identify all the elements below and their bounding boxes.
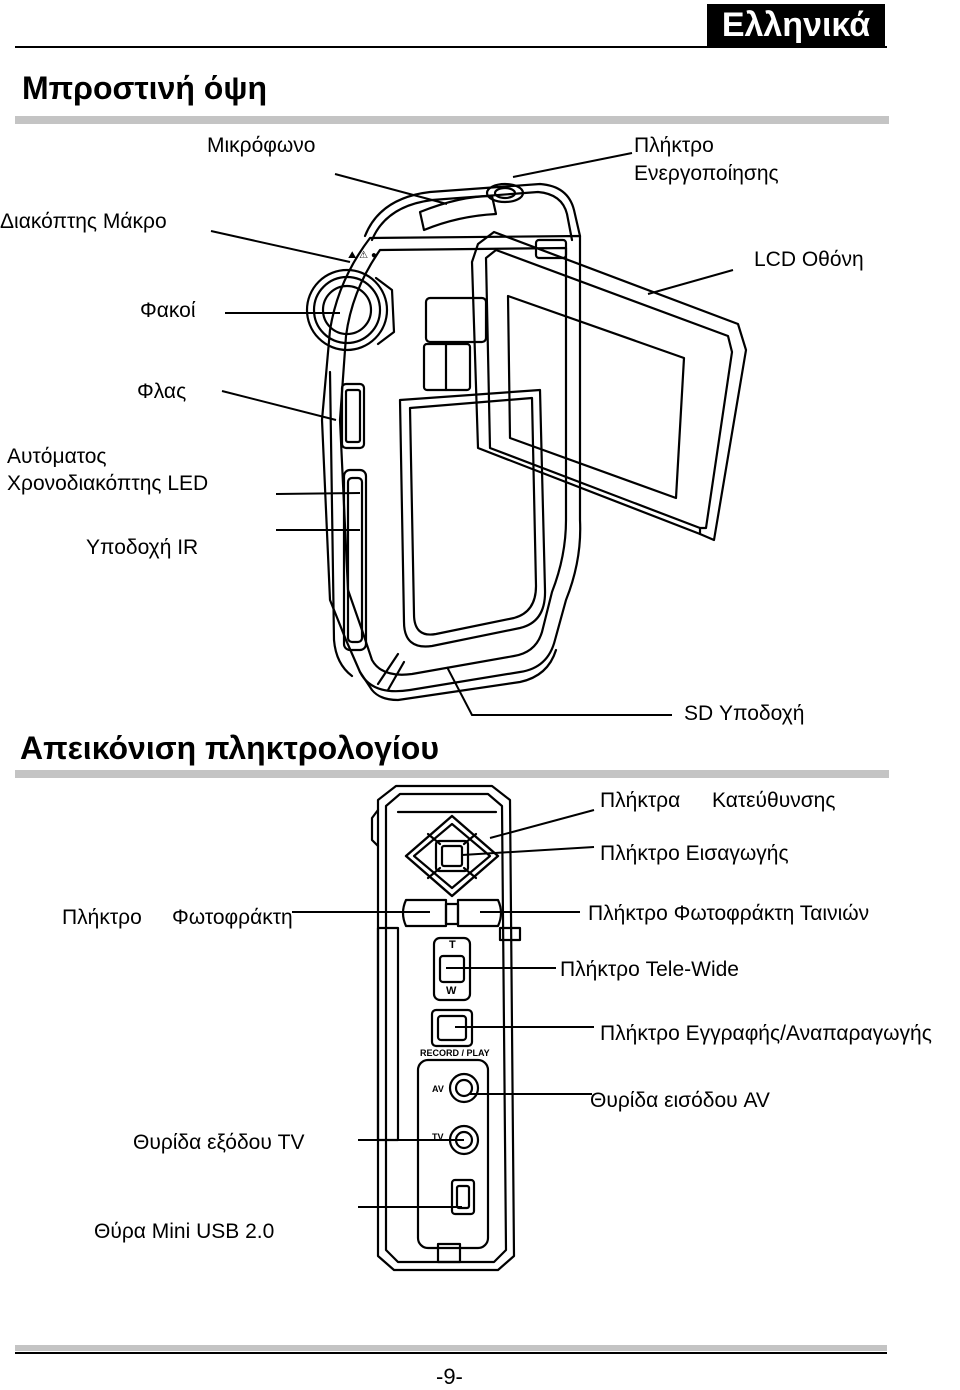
- front-view-title: Μπροστινή όψη: [22, 70, 267, 106]
- label-lens: Φακοί: [140, 299, 196, 322]
- leader-power-button: [512, 152, 633, 178]
- record-play-mark: RECORD / PLAY: [420, 1048, 490, 1058]
- label-tv-out-port: Θυρίδα εξόδου TV: [133, 1131, 305, 1154]
- label-flash: Φλας: [137, 380, 187, 403]
- lens-assembly: [305, 268, 396, 352]
- lcd-flip-screen: [470, 230, 748, 542]
- front-view-rule: [15, 116, 889, 124]
- label-direction-keys-a: Πλήκτρα: [600, 789, 681, 812]
- label-ir-socket: Υποδοχή IR: [86, 536, 199, 559]
- leader-sd: [446, 666, 672, 716]
- label-self-timer-line2: Χρονοδιακόπτης LED: [7, 472, 209, 495]
- header-rule: [15, 46, 887, 48]
- label-power-button-line2: Ενεργοποίησης: [634, 162, 779, 185]
- leader-self-timer: [275, 492, 361, 495]
- leader-lcd: [647, 269, 734, 295]
- label-sd-slot: SD Υποδοχή: [684, 702, 805, 725]
- camcorder-front-body: ⛰ ⚠ ●: [320, 182, 582, 702]
- leader-macro-switch: [210, 230, 351, 263]
- label-tele-wide-key: Πλήκτρο Tele-Wide: [560, 958, 739, 981]
- footer-rule-grey: [15, 1345, 887, 1351]
- label-microphone: Μικρόφωνο: [207, 134, 316, 157]
- tele-mark: T: [449, 939, 456, 951]
- label-self-timer-line1: Αυτόματος: [7, 445, 107, 468]
- label-shutter-key-b: Φωτοφράκτη: [172, 906, 293, 929]
- front-view-leader-lines: [210, 152, 734, 716]
- label-record-play-key: Πλήκτρο Εγγραφής/Αναπαραγωγής: [600, 1022, 932, 1045]
- leader-microphone: [334, 173, 448, 205]
- page-number: -9-: [436, 1364, 463, 1389]
- language-badge: Ελληνικά: [707, 4, 885, 46]
- label-mini-usb-port: Θύρα Mini USB 2.0: [94, 1220, 275, 1243]
- label-movie-shutter-key: Πλήκτρο Φωτοφράκτη Ταινιών: [588, 902, 870, 925]
- label-lcd-screen: LCD Οθόνη: [754, 248, 864, 271]
- label-direction-keys-b: Κατεύθυνσης: [712, 789, 836, 812]
- label-av-in-port: Θυρίδα εισόδου AV: [590, 1089, 770, 1112]
- footer-rule: [15, 1352, 887, 1354]
- wide-mark: W: [446, 985, 457, 997]
- keypad-view-rule: [15, 770, 889, 778]
- leader-flash: [221, 390, 337, 421]
- keypad-view-leader-lines: [292, 809, 595, 1208]
- av-mark: AV: [432, 1084, 444, 1094]
- label-enter-key: Πλήκτρο Εισαγωγής: [600, 842, 789, 865]
- camcorder-keypad-body: [370, 784, 522, 1272]
- leader-direction-keys: [489, 809, 595, 839]
- tv-mark: TV: [432, 1132, 444, 1142]
- label-shutter-key-a: Πλήκτρο: [62, 906, 142, 929]
- keypad-view-title: Απεικόνιση πληκτρολογίου: [20, 730, 439, 766]
- svg-text:⛰ ⚠ ●: ⛰ ⚠ ●: [348, 250, 377, 261]
- label-macro-switch: Διακόπτης Μάκρο: [0, 210, 167, 233]
- leader-enter-key: [461, 846, 595, 856]
- label-power-button-line1: Πλήκτρο: [634, 134, 714, 157]
